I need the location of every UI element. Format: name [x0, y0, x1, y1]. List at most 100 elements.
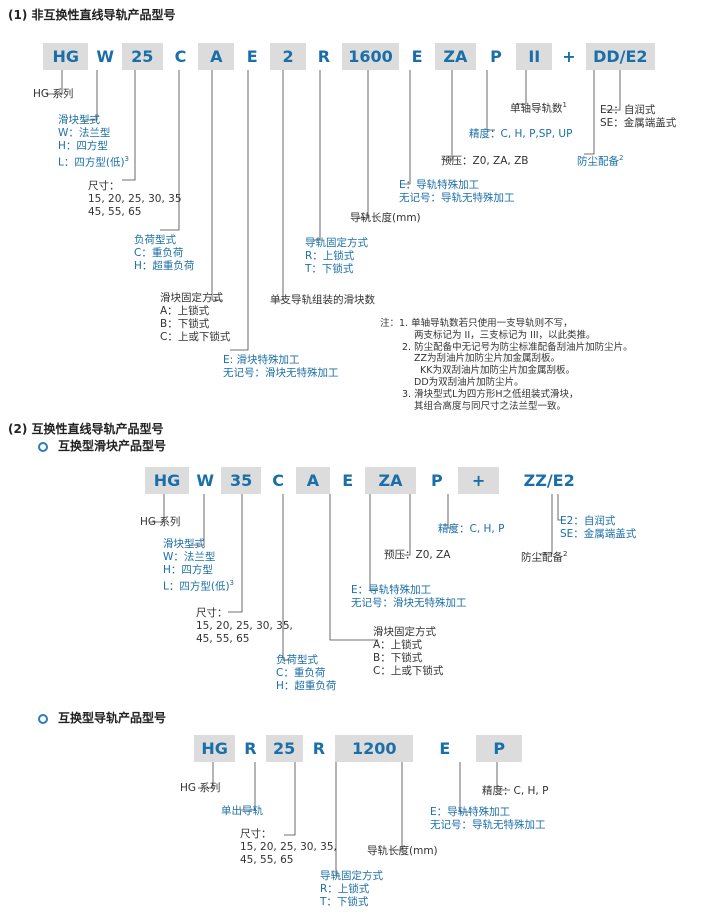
- blockmach-none: 无记号：滑块无特殊加工: [351, 597, 467, 609]
- footnote-3-marker: 3: [124, 155, 130, 163]
- label-dust-2: 防尘配备2: [521, 548, 567, 565]
- connector-line: [329, 494, 378, 641]
- section-2-subtitle-block: 互换型滑块产品型号: [38, 437, 166, 454]
- railmount-heading: 导轨固定方式: [305, 237, 368, 249]
- connector-line: [82, 70, 98, 121]
- code-segment: R: [312, 739, 326, 758]
- code-segment: R: [317, 47, 331, 66]
- blockmach-e: E: 滑块特殊加工: [223, 354, 300, 366]
- railmach-e: E：导轨特殊加工: [430, 806, 511, 818]
- load-heading: 负荷型式: [276, 654, 318, 666]
- code-segment: ZZ/E2: [523, 471, 575, 490]
- connector-line: [160, 70, 180, 231]
- railmount-r: R：上锁式: [320, 883, 370, 895]
- section-2-title: (2) 互换性直线导轨产品型号: [8, 422, 164, 436]
- footnote-2-marker: 2: [619, 154, 624, 162]
- se-metal-cap: SE：金属端盖式: [600, 117, 677, 129]
- connector-line: [284, 762, 296, 836]
- note-line: 2. 防尘配备中无记号为防尘标准配备刮油片加防尘片。: [402, 341, 633, 353]
- note-line: 3. 滑块型式L为四方形H之低组装式滑块，: [402, 388, 579, 400]
- label-series: HG 系列: [33, 88, 74, 100]
- connector-line: [273, 70, 284, 301]
- size-heading: 尺寸：: [196, 607, 228, 619]
- note-line: DD为双刮油片加防尘片。: [414, 376, 524, 388]
- code-segment: E: [342, 471, 354, 490]
- blockmach-none: 无记号：滑块无特殊加工: [223, 367, 339, 379]
- mount-b: B：下锁式: [160, 318, 210, 330]
- code-segment: P: [490, 47, 502, 66]
- size-values-1: 15, 20, 25, 30, 35,: [240, 841, 337, 853]
- block-type-heading: 滑块型式: [163, 538, 205, 550]
- label-dust: 防尘配备2: [577, 152, 623, 169]
- blockmach-e: E：导轨特殊加工: [351, 584, 432, 596]
- note-line: 两支标记为 II，三支标记为 III，以此类推。: [414, 329, 596, 341]
- label-block-machining-2: E：导轨特殊加工 无记号：滑块无特殊加工: [351, 584, 467, 610]
- label-rail-mount: 导轨固定方式 R：上锁式 T：下锁式: [305, 237, 368, 276]
- block-type-h: H：四方型: [163, 564, 213, 576]
- label-rail-mount-3: 导轨固定方式 R：上锁式 T：下锁式: [320, 870, 383, 909]
- size-values-2: 45, 55, 65: [196, 633, 250, 645]
- mount-a: A：上锁式: [373, 639, 423, 651]
- code-segment: HG: [194, 735, 236, 762]
- label-rail-machining-3: E：导轨特殊加工 无记号：导轨无特殊加工: [430, 806, 546, 832]
- code-segment: C: [174, 47, 187, 66]
- block-type-w: W：法兰型: [163, 551, 216, 563]
- label-load-type-2: 负荷型式 C：重负荷 H：超重负荷: [276, 654, 336, 693]
- load-h: H：超重负荷: [276, 680, 337, 692]
- connector-line: [392, 762, 403, 851]
- code-segment: W: [96, 47, 114, 66]
- railmount-heading: 导轨固定方式: [320, 870, 383, 882]
- label-preload: 预压：Z0, ZA, ZB: [441, 155, 529, 167]
- load-heading: 负荷型式: [134, 234, 176, 246]
- label-series-3: HG 系列: [180, 782, 221, 794]
- label-single-axis: 单轴导轨数1: [510, 99, 567, 116]
- note-line: KK为双刮油片加防尘片加金属刮板。: [420, 365, 575, 377]
- code-segment: ZA: [365, 467, 416, 494]
- code-segment: +: [457, 467, 500, 494]
- code-segment: DD/E2: [585, 43, 655, 70]
- load-c: C：重负荷: [276, 667, 326, 679]
- connector-line: [150, 494, 165, 523]
- mount-heading: 滑块固定方式: [160, 292, 223, 304]
- block-type-l-text: L：四方型(低): [163, 580, 230, 593]
- label-preload-2: 预压：Z0, ZA: [384, 549, 451, 561]
- connector-line: [606, 70, 621, 111]
- connector-line: [486, 70, 495, 131]
- code-segment: HG: [43, 43, 89, 70]
- label-block-type-2: 滑块型式 W：法兰型 H：四方型 L：四方型(低)3: [163, 538, 234, 594]
- size-heading: 尺寸：: [240, 828, 272, 840]
- block-type-l: L：四方型(低)3: [163, 577, 234, 594]
- connector-line: [228, 494, 243, 613]
- connector-line: [447, 494, 456, 529]
- connector-line: [557, 494, 566, 521]
- code-segment: E: [411, 47, 423, 66]
- connector-line: [230, 70, 249, 351]
- connector-line: [240, 762, 256, 811]
- label-series-2: HG 系列: [140, 516, 181, 528]
- code-segment: HG: [145, 467, 189, 494]
- mount-c: C：上或下锁式: [373, 665, 444, 677]
- label-rail-length: 导轨长度(mm): [350, 212, 421, 224]
- connector-line: [211, 70, 222, 301]
- mount-heading: 滑块固定方式: [373, 626, 436, 638]
- dust-text: 防尘配备: [521, 551, 563, 564]
- code-segment: 25: [265, 735, 303, 762]
- size-values-2: 45, 55, 65: [88, 206, 142, 218]
- e2-self-lube: E2：自润式: [600, 104, 656, 116]
- footnote-3-marker: 3: [229, 579, 235, 587]
- code-segment: C: [272, 471, 285, 490]
- connector-line: [122, 70, 136, 181]
- label-blocks-per-rail: 单支导轨组装的滑块数: [270, 294, 375, 306]
- label-block-mount-2: 滑块固定方式 A：上锁式 B：下锁式 C：上或下锁式: [373, 626, 443, 678]
- connector-line: [358, 70, 369, 219]
- railmount-r: R：上锁式: [305, 250, 355, 262]
- size-values-1: 15, 20, 25, 30, 35,: [196, 620, 293, 632]
- code-segment: W: [196, 471, 215, 490]
- code-segment: 35: [221, 467, 261, 494]
- mount-b: B：下锁式: [373, 652, 423, 664]
- connector-line: [459, 762, 470, 813]
- note-line: 注：1. 单轴导轨数若只使用一支导轨则不写，: [380, 318, 573, 329]
- code-segment: +: [562, 47, 576, 66]
